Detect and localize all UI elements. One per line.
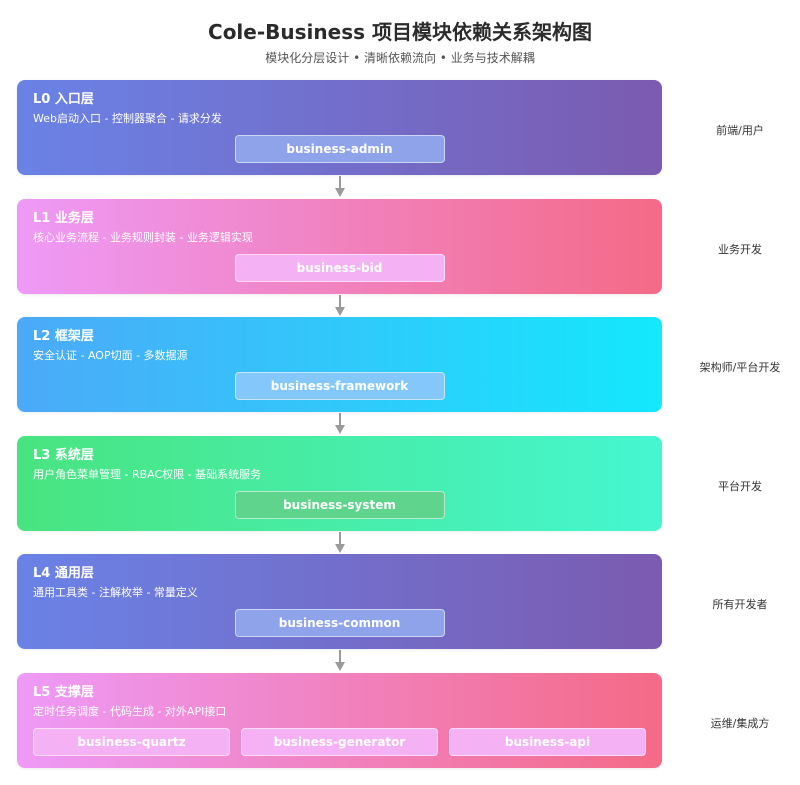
layer-description: 安全认证 - AOP切面 - 多数据源	[33, 349, 188, 362]
layer-description: 核心业务流程 - 业务规则封装 - 业务逻辑实现	[33, 231, 253, 244]
module-business-api[interactable]: business-api	[449, 728, 646, 756]
layer-l3: L3 系统层 用户角色菜单管理 - RBAC权限 - 基础系统服务 busine…	[17, 436, 662, 531]
layer-name: L2 框架层	[33, 329, 94, 344]
dependency-arrow	[335, 176, 345, 197]
module-group: business-bid	[17, 254, 662, 282]
module-business-generator[interactable]: business-generator	[241, 728, 438, 756]
layer-l4: L4 通用层 通用工具类 - 注解枚举 - 常量定义 business-comm…	[17, 554, 662, 649]
layer-name: L3 系统层	[33, 448, 94, 463]
layer-l1: L1 业务层 核心业务流程 - 业务规则封装 - 业务逻辑实现 business…	[17, 199, 662, 294]
layer-name: L5 支撑层	[33, 685, 94, 700]
layer-description: Web启动入口 - 控制器聚合 - 请求分发	[33, 112, 222, 125]
dependency-arrow	[335, 413, 345, 434]
module-business-quartz[interactable]: business-quartz	[33, 728, 230, 756]
layer-description: 定时任务调度 - 代码生成 - 对外API接口	[33, 705, 227, 718]
dependency-arrow	[335, 532, 345, 553]
role-label-l0: 前端/用户	[716, 124, 764, 137]
dependency-arrow	[335, 650, 345, 671]
module-business-bid[interactable]: business-bid	[234, 254, 445, 282]
dependency-arrow	[335, 295, 345, 316]
module-group: business-admin	[17, 135, 662, 163]
diagram-title: Cole-Business 项目模块依赖关系架构图	[208, 20, 592, 44]
role-label-l4: 所有开发者	[712, 598, 768, 611]
role-label-l3: 平台开发	[718, 480, 762, 493]
layer-name: L0 入口层	[33, 92, 94, 107]
role-label-l2: 架构师/平台开发	[699, 361, 781, 374]
module-group: business-quartz business-generator busin…	[33, 728, 646, 756]
module-business-framework[interactable]: business-framework	[234, 372, 445, 400]
layer-description: 用户角色菜单管理 - RBAC权限 - 基础系统服务	[33, 468, 262, 481]
layer-l2: L2 框架层 安全认证 - AOP切面 - 多数据源 business-fram…	[17, 317, 662, 412]
role-label-l5: 运维/集成方	[710, 717, 770, 730]
diagram-subtitle: 模块化分层设计 • 清晰依赖流向 • 业务与技术解耦	[265, 51, 535, 65]
layer-name: L1 业务层	[33, 211, 94, 226]
module-group: business-common	[17, 609, 662, 637]
layer-l5: L5 支撑层 定时任务调度 - 代码生成 - 对外API接口 business-…	[17, 673, 662, 768]
module-group: business-framework	[17, 372, 662, 400]
layer-name: L4 通用层	[33, 566, 94, 581]
role-label-l1: 业务开发	[718, 243, 762, 256]
module-group: business-system	[17, 491, 662, 519]
layer-l0: L0 入口层 Web启动入口 - 控制器聚合 - 请求分发 business-a…	[17, 80, 662, 175]
layer-description: 通用工具类 - 注解枚举 - 常量定义	[33, 586, 198, 599]
module-business-common[interactable]: business-common	[234, 609, 445, 637]
module-business-system[interactable]: business-system	[234, 491, 445, 519]
module-business-admin[interactable]: business-admin	[234, 135, 445, 163]
